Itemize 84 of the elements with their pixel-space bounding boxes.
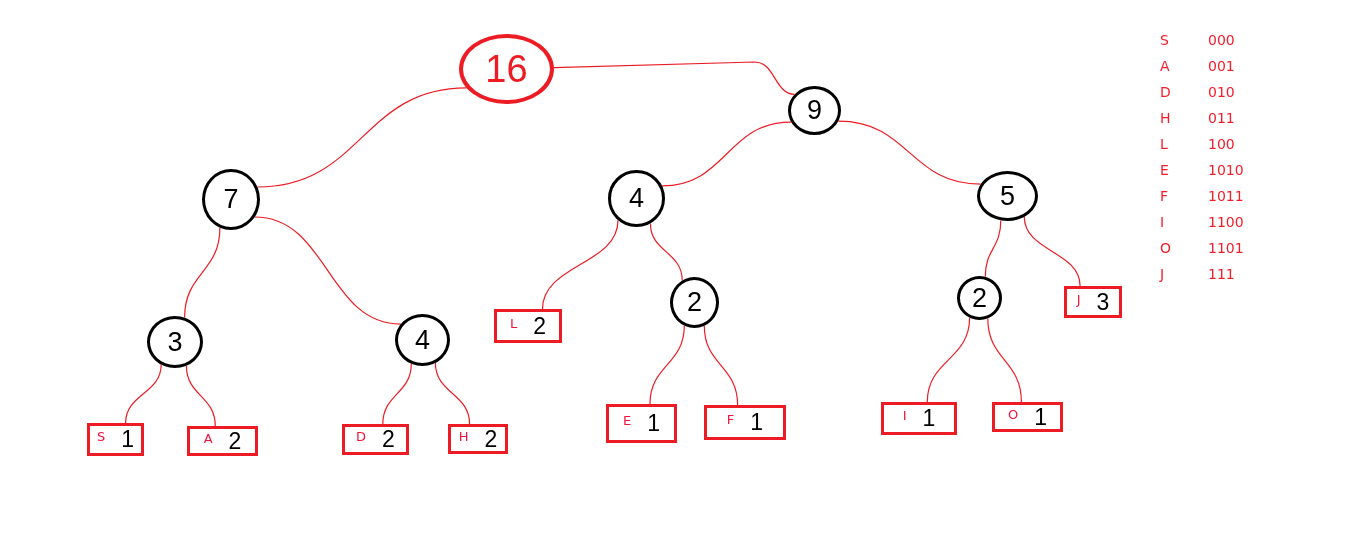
tree-edge-line [926,317,971,403]
weight-circle-node [608,170,665,227]
symbol-letter: S [96,430,106,443]
code-bits: 000 [1208,31,1235,49]
leaf-box-node [1064,286,1122,318]
tree-edge-line [1023,216,1081,287]
frequency-number: 2 [484,427,498,451]
weight-number: 2 [972,284,987,312]
tree-edge-line [434,362,471,425]
tree-edge-line [661,121,792,187]
weight-number: 4 [415,326,430,354]
weight-circle-node [977,171,1038,221]
tree-edge-line [541,219,619,310]
leaf-box-node [606,404,677,443]
code-bits: 1011 [1208,187,1244,205]
tree-edge-line [184,227,221,319]
tree-edge-line [703,325,739,406]
frequency-number: 1 [1034,405,1047,429]
frequency-number: 2 [533,314,546,338]
weight-circle-node [788,86,841,135]
leaf-box-node [342,424,409,455]
symbol-letter: E [623,414,632,427]
leaf-box-node [992,402,1063,432]
code-symbol: D [1160,83,1171,101]
frequency-number: 2 [382,428,395,451]
weight-number: 5 [1000,182,1015,210]
tree-edge-line [649,222,683,281]
symbol-letter: L [509,316,518,330]
code-symbol: A [1160,57,1170,75]
tree-edge-line [984,219,1002,278]
code-symbol: S [1160,31,1169,49]
leaf-box-node [881,402,957,435]
frequency-number: 1 [121,428,135,451]
weight-number: 9 [807,97,822,124]
weight-circle-node [957,276,1002,320]
frequency-number: 1 [750,411,764,434]
symbol-letter: D [356,430,367,443]
leaf-box-node [448,424,508,454]
tree-edge-line [185,365,216,427]
code-symbol: E [1160,161,1169,179]
frequency-number: 1 [922,407,936,430]
weight-circle-node [670,277,719,328]
leaf-box-node [87,423,144,456]
symbol-letter: F [726,413,735,426]
leaf-box-node [494,309,562,343]
leaf-box-node [187,426,258,456]
weight-number: 4 [629,185,644,212]
symbol-letter: H [458,429,469,443]
code-bits: 100 [1208,135,1235,153]
weight-number: 7 [223,186,239,213]
tree-edge-line [649,325,685,405]
weight-number: 2 [687,289,702,316]
code-symbol: O [1160,239,1172,257]
code-symbol: F [1160,187,1169,205]
symbol-letter: A [203,431,213,445]
code-symbol: J [1160,265,1165,283]
frequency-number: 1 [647,412,660,435]
code-symbol: L [1160,135,1168,153]
code-bits: 1101 [1208,239,1244,257]
symbol-letter: J [1076,292,1081,306]
weight-number: 16 [485,50,528,88]
code-bits: 011 [1208,109,1235,127]
code-bits: 1010 [1208,161,1244,179]
code-symbol: H [1160,109,1171,127]
frequency-number: 3 [1096,290,1110,314]
tree-edge-line [256,87,468,188]
symbol-letter: O [1008,407,1019,421]
code-bits: 111 [1208,265,1235,283]
code-bits: 010 [1208,83,1235,101]
tree-edge-line [987,317,1022,403]
weight-circle-node [147,316,203,368]
code-bits: 001 [1208,57,1235,75]
symbol-letter: I [902,409,907,422]
tree-edge-line [382,363,412,425]
leaf-box-node [704,405,786,440]
tree-edge-line [254,216,402,325]
weight-number: 3 [167,328,183,356]
weight-circle-node [395,314,450,366]
tree-edge-line [125,364,162,424]
code-symbol: I [1160,213,1165,231]
code-bits: 1100 [1208,213,1244,231]
frequency-number: 2 [228,429,242,453]
tree-edge-line [837,120,982,185]
tree-edge-line [553,61,796,95]
